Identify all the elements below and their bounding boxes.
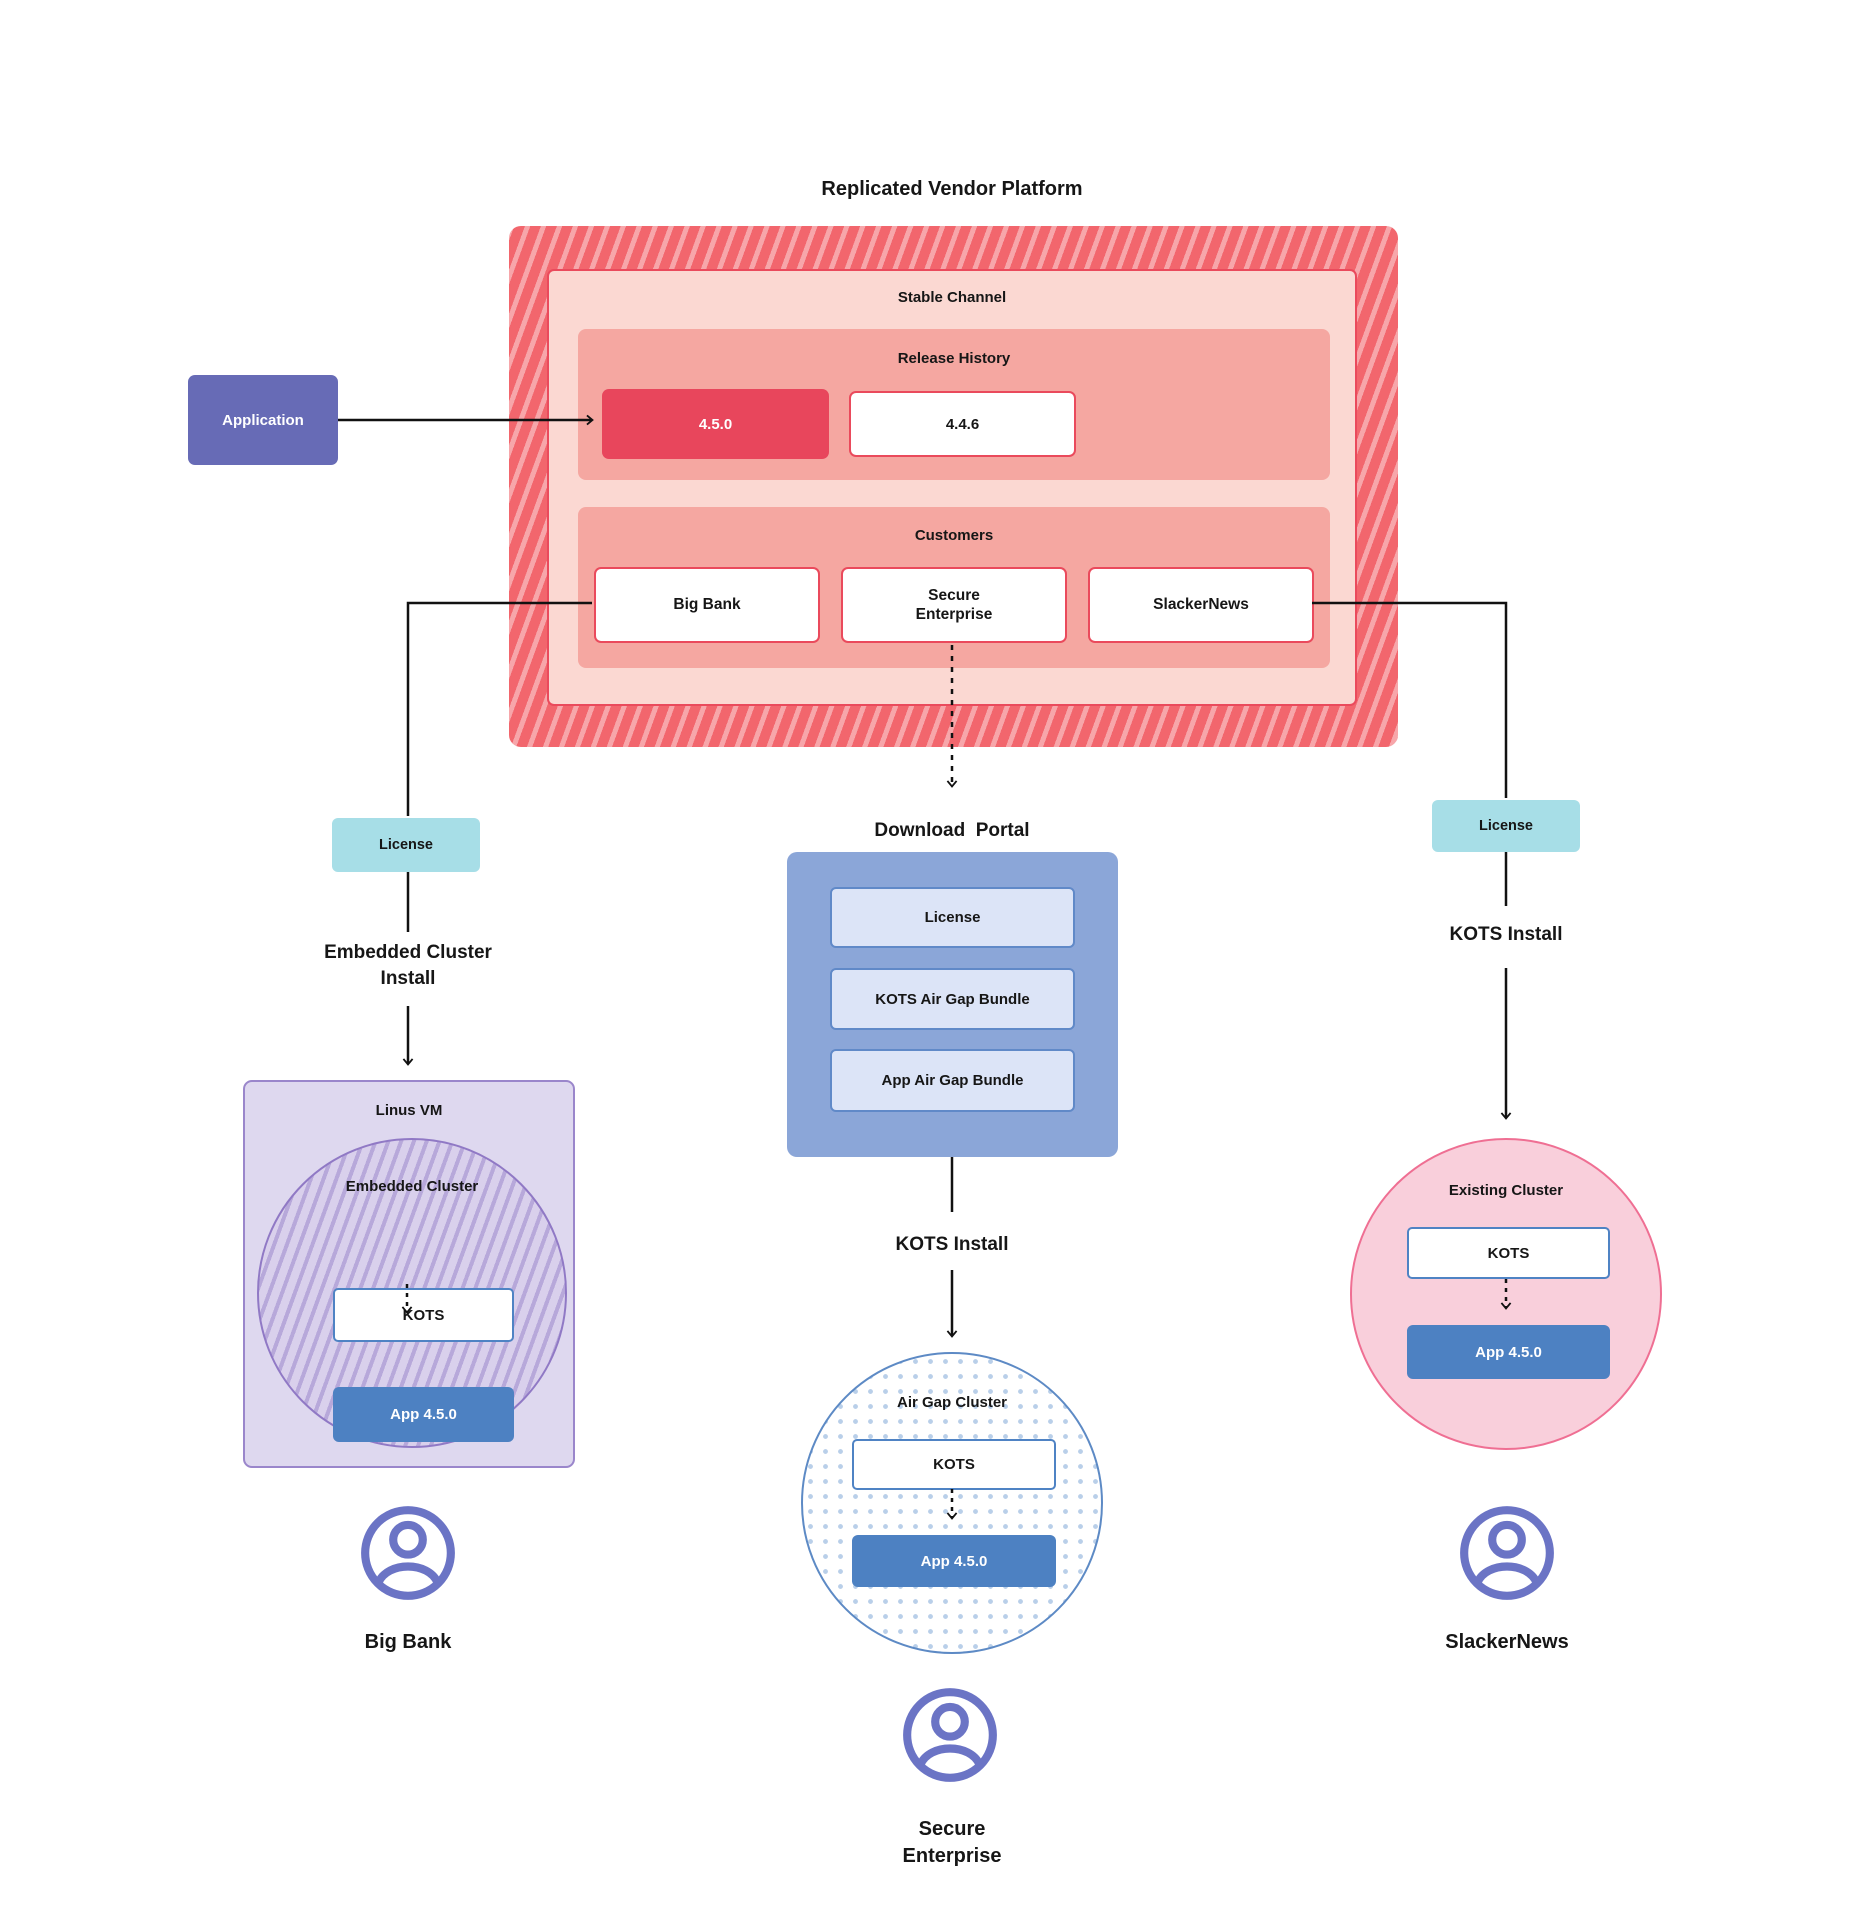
license-chip-left-label: License (379, 837, 433, 853)
user-icon (903, 1688, 997, 1782)
user-label-big-bank: Big Bank (364, 1631, 452, 1653)
page-title: Replicated Vendor Platform (821, 178, 1083, 200)
user-icon (1460, 1506, 1554, 1600)
user-label-slackernews: SlackerNews (1445, 1631, 1569, 1653)
portal-item-kots-airgap-bundle: KOTS Air Gap Bundle (830, 968, 1075, 1030)
kots-install-label-middle: KOTS Install (895, 1234, 1009, 1255)
air-gap-cluster-label: Air Gap Cluster (896, 1394, 1008, 1411)
customer-big-bank: Big Bank (594, 567, 820, 643)
stable-channel-box: Stable Channel Release History 4.5.0 4.4… (547, 269, 1357, 706)
embedded-cluster-circle: Embedded Cluster KOTS App 4.5.0 (257, 1138, 567, 1448)
existing-cluster-circle: Existing Cluster KOTS App 4.5.0 (1350, 1138, 1662, 1450)
stable-channel-label: Stable Channel (897, 289, 1007, 306)
portal-item-app-airgap-bundle: App Air Gap Bundle (830, 1049, 1075, 1112)
release-history-label: Release History (897, 350, 1011, 367)
kots-install-label-right: KOTS Install (1449, 924, 1563, 945)
license-chip-right-label: License (1479, 818, 1533, 834)
kots-box-middle: KOTS (852, 1439, 1056, 1490)
embedded-cluster-label: Embedded Cluster (345, 1178, 479, 1195)
app-box-right: App 4.5.0 (1407, 1325, 1610, 1379)
customers-label: Customers (914, 527, 994, 544)
application-box: Application (188, 375, 338, 465)
download-portal-box: License KOTS Air Gap Bundle App Air Gap … (787, 852, 1118, 1157)
customers-box: Customers Big Bank Secure Enterprise Sla… (578, 507, 1330, 668)
license-chip-left: License (332, 818, 480, 872)
linus-vm-label: Linus VM (375, 1102, 443, 1119)
user-icon (361, 1506, 455, 1600)
application-label: Application (222, 411, 304, 429)
customer-big-bank-label: Big Bank (673, 596, 741, 614)
release-4-4-6: 4.4.6 (849, 391, 1076, 457)
customer-slackernews: SlackerNews (1088, 567, 1314, 643)
release-4-5-0: 4.5.0 (602, 389, 829, 459)
app-box-middle: App 4.5.0 (852, 1535, 1056, 1587)
user-label-secure-enterprise: Secure Enterprise (902, 1818, 1002, 1867)
existing-cluster-label: Existing Cluster (1448, 1182, 1564, 1199)
customer-secure-enterprise: Secure Enterprise (841, 567, 1067, 643)
embedded-cluster-install-label: Embedded Cluster Install (324, 942, 492, 989)
portal-item-license: License (830, 887, 1075, 948)
customer-slackernews-label: SlackerNews (1153, 596, 1249, 614)
vendor-platform-box: Stable Channel Release History 4.5.0 4.4… (509, 226, 1398, 747)
kots-box-left: KOTS (333, 1288, 514, 1342)
customer-secure-enterprise-label: Secure Enterprise (915, 586, 993, 623)
license-chip-right: License (1432, 800, 1580, 852)
linus-vm-box: Linus VM Embedded Cluster KOTS App 4.5.0 (243, 1080, 575, 1468)
release-history-box: Release History 4.5.0 4.4.6 (578, 329, 1330, 480)
air-gap-cluster-circle: Air Gap Cluster KOTS App 4.5.0 (801, 1352, 1103, 1654)
download-portal-label: Download Portal (874, 820, 1030, 841)
kots-box-right: KOTS (1407, 1227, 1610, 1279)
app-box-left: App 4.5.0 (333, 1387, 514, 1442)
